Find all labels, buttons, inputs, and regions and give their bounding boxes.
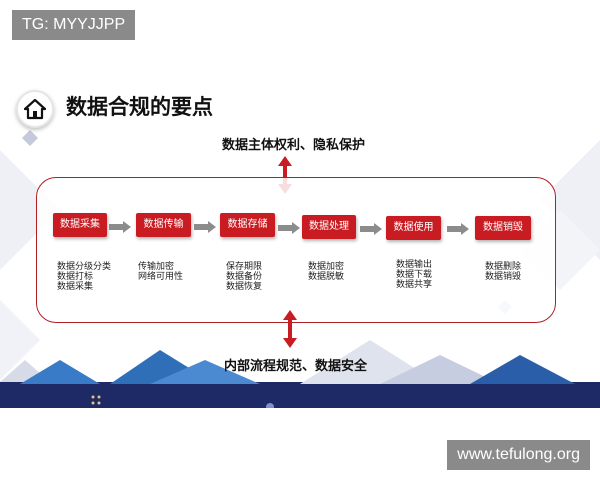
stage-storage: 数据存储 [220, 213, 275, 237]
detail-item: 数据输出 [396, 260, 433, 270]
flow-arrow-3 [278, 222, 300, 234]
stage-destruction: 数据销毁 [475, 216, 531, 240]
detail-item: 数据采集 [57, 282, 94, 292]
double-arrow-bottom [283, 310, 297, 348]
detail-item: 传输加密 [138, 262, 175, 272]
lifecycle-frame [36, 177, 556, 323]
slide-title: 数据合规的要点 [66, 95, 213, 119]
detail-item: 数据打标 [57, 272, 94, 282]
stage-processing-details: 数据加密 数据脱敏 [308, 262, 344, 282]
stage-transfer: 数据传输 [136, 213, 191, 237]
detail-item: 数据共享 [396, 280, 433, 290]
flow-arrow-4 [360, 223, 382, 235]
stage-usage-details: 数据输出 数据下载 数据共享 [396, 260, 432, 290]
top-caption: 数据主体权利、隐私保护 [222, 138, 366, 153]
watermark-bottom: www.tefulong.org [447, 440, 590, 470]
stage-processing: 数据处理 [302, 215, 356, 239]
bottom-caption: 内部流程规范、数据安全 [224, 359, 368, 374]
watermark-top: TG: MYYJJPP [12, 10, 136, 40]
detail-item: 数据备份 [226, 272, 263, 282]
stage-destruction-details: 数据删除 数据销毁 [485, 262, 521, 282]
stage-collection: 数据采集 [53, 213, 107, 237]
detail-item: 数据销毁 [485, 272, 522, 282]
detail-item: 数据分级分类 [57, 262, 112, 272]
detail-item: 数据脱敏 [308, 272, 345, 282]
detail-item: 数据删除 [485, 262, 522, 272]
home-badge [16, 90, 54, 128]
flow-arrow-1 [109, 221, 131, 233]
detail-item: 保存期限 [226, 262, 263, 272]
home-icon [24, 98, 46, 120]
stage-collection-details: 数据分级分类 数据打标 数据采集 [57, 262, 111, 292]
detail-item: 数据下载 [396, 270, 433, 280]
stage-storage-details: 保存期限 数据备份 数据恢复 [226, 262, 262, 292]
stage-transfer-details: 传输加密 网络可用性 [138, 262, 183, 282]
detail-item: 网络可用性 [138, 272, 184, 282]
flow-arrow-5 [447, 223, 469, 235]
flow-arrow-2 [194, 221, 216, 233]
detail-item: 数据恢复 [226, 282, 263, 292]
detail-item: 数据加密 [308, 262, 345, 272]
stage-usage: 数据使用 [386, 216, 441, 240]
